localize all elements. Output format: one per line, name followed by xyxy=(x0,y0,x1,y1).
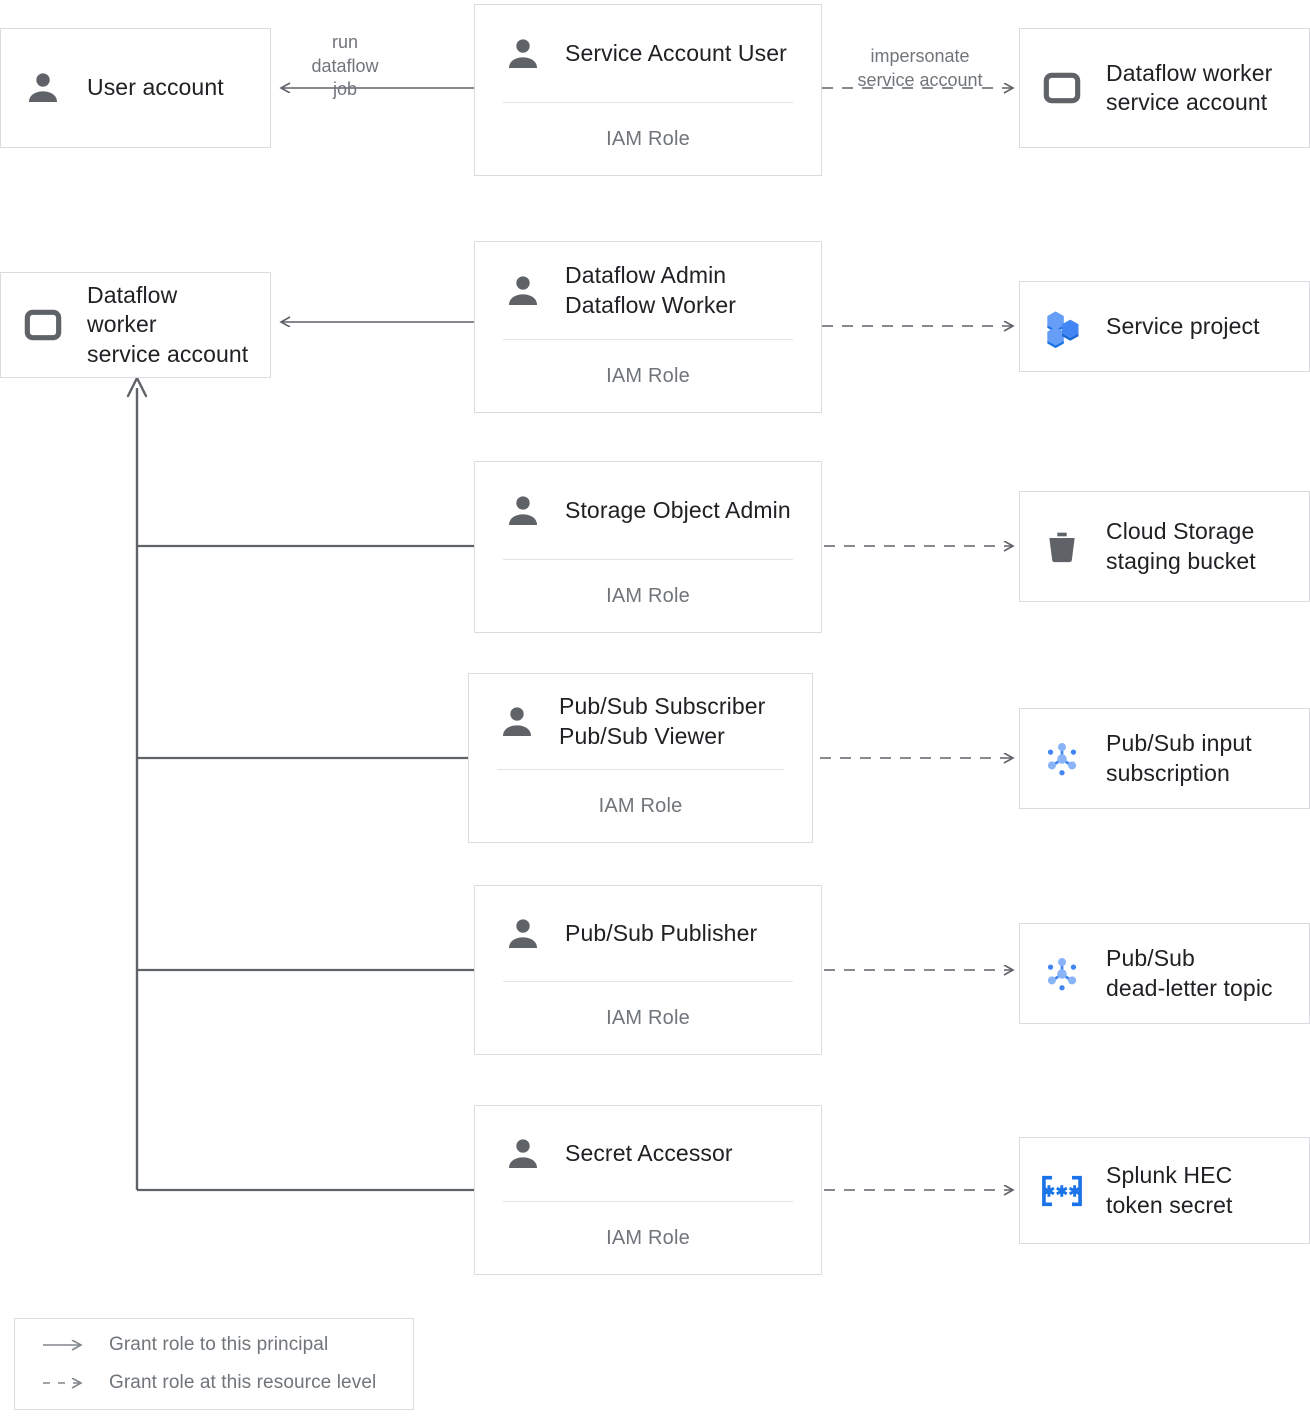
person-icon xyxy=(501,269,545,313)
role-card-footer: IAM Role xyxy=(606,1226,690,1249)
resource-dataflow-worker-service-account[interactable]: Dataflow worker service account xyxy=(1019,28,1310,148)
resource-service-project[interactable]: Service project xyxy=(1019,281,1310,372)
divider xyxy=(503,1201,793,1202)
role-card-dataflow-admin-worker[interactable]: Dataflow Admin Dataflow Worker IAM Role xyxy=(474,241,822,413)
person-icon xyxy=(501,32,545,76)
divider xyxy=(503,102,793,103)
legend-label: Grant role at this resource level xyxy=(109,1372,377,1393)
role-card-header: Storage Object Admin xyxy=(475,462,821,559)
resource-label: Pub/Sub input subscription xyxy=(1106,730,1252,786)
person-icon xyxy=(501,912,545,956)
role-card-header: Service Account User xyxy=(475,5,821,102)
divider xyxy=(503,981,793,982)
role-card-service-account-user[interactable]: Service Account User IAM Role xyxy=(474,4,822,176)
pubsub-icon xyxy=(1040,952,1084,996)
role-card-footer: IAM Role xyxy=(606,127,690,150)
cloud-storage-bucket-icon xyxy=(1040,525,1084,569)
service-account-icon xyxy=(21,303,65,347)
project-hexagons-icon xyxy=(1040,305,1084,349)
role-card-header: Pub/Sub Publisher xyxy=(475,886,821,981)
principal-user-account[interactable]: User account xyxy=(0,28,271,148)
principal-label: User account xyxy=(87,74,224,101)
legend: Grant role to this principal Grant role … xyxy=(14,1318,414,1410)
principal-dataflow-worker-service-account[interactable]: Dataflow worker service account xyxy=(0,272,271,378)
person-icon xyxy=(501,1132,545,1176)
role-card-pubsub-publisher[interactable]: Pub/Sub Publisher IAM Role xyxy=(474,885,822,1055)
role-card-roles: Storage Object Admin xyxy=(565,496,791,523)
service-account-icon xyxy=(1040,66,1084,110)
divider xyxy=(503,339,793,340)
role-card-header: Dataflow Admin Dataflow Worker xyxy=(475,242,821,339)
person-icon xyxy=(21,66,65,110)
role-card-header: Secret Accessor xyxy=(475,1106,821,1201)
role-card-storage-object-admin[interactable]: Storage Object Admin IAM Role xyxy=(474,461,822,633)
edge-label-impersonate-service-account: impersonate service account xyxy=(857,46,983,90)
role-card-roles: Dataflow Admin Dataflow Worker xyxy=(565,262,737,318)
resource-cloud-storage-staging-bucket[interactable]: Cloud Storage staging bucket xyxy=(1019,491,1310,602)
role-card-header: Pub/Sub Subscriber Pub/Sub Viewer xyxy=(469,674,812,769)
solid-arrow-icon xyxy=(41,1337,89,1353)
role-card-footer: IAM Role xyxy=(606,584,690,607)
role-card-roles: Service Account User xyxy=(565,39,787,66)
divider xyxy=(497,769,784,770)
person-icon xyxy=(495,700,539,744)
resource-label: Service project xyxy=(1106,312,1260,339)
role-card-pubsub-subscriber-viewer[interactable]: Pub/Sub Subscriber Pub/Sub Viewer IAM Ro… xyxy=(468,673,813,843)
role-card-roles: Pub/Sub Subscriber Pub/Sub Viewer xyxy=(559,693,766,749)
resource-pubsub-input-subscription[interactable]: Pub/Sub input subscription xyxy=(1019,708,1310,809)
principal-label: Dataflow worker service account xyxy=(87,281,249,367)
resource-label: Cloud Storage staging bucket xyxy=(1106,518,1256,574)
role-card-footer: IAM Role xyxy=(598,794,683,817)
role-card-footer: IAM Role xyxy=(606,1006,690,1029)
divider xyxy=(503,559,793,560)
edge-label-run-dataflow-job: run dataflow job xyxy=(311,32,379,100)
person-icon xyxy=(501,489,545,533)
role-card-roles: Pub/Sub Publisher xyxy=(565,919,758,946)
dashed-arrow-icon xyxy=(41,1375,89,1391)
role-card-footer: IAM Role xyxy=(606,364,690,387)
resource-splunk-hec-token-secret[interactable]: ✱✱✱ Splunk HEC token secret xyxy=(1019,1137,1310,1244)
resource-label: Dataflow worker service account xyxy=(1106,59,1273,115)
svg-text:✱✱✱: ✱✱✱ xyxy=(1043,1183,1082,1200)
resource-label: Pub/Sub dead-letter topic xyxy=(1106,945,1273,1001)
edge-left-trunk xyxy=(126,376,474,1192)
pubsub-icon xyxy=(1040,737,1084,781)
resource-label: Splunk HEC token secret xyxy=(1106,1162,1233,1218)
legend-item-dashed-arrow: Grant role at this resource level xyxy=(41,1372,387,1394)
legend-label: Grant role to this principal xyxy=(109,1334,329,1355)
legend-item-solid-arrow: Grant role to this principal xyxy=(41,1334,387,1356)
role-card-secret-accessor[interactable]: Secret Accessor IAM Role xyxy=(474,1105,822,1275)
role-card-roles: Secret Accessor xyxy=(565,1139,733,1166)
secret-manager-icon: ✱✱✱ xyxy=(1040,1169,1084,1213)
resource-pubsub-dead-letter-topic[interactable]: Pub/Sub dead-letter topic xyxy=(1019,923,1310,1024)
